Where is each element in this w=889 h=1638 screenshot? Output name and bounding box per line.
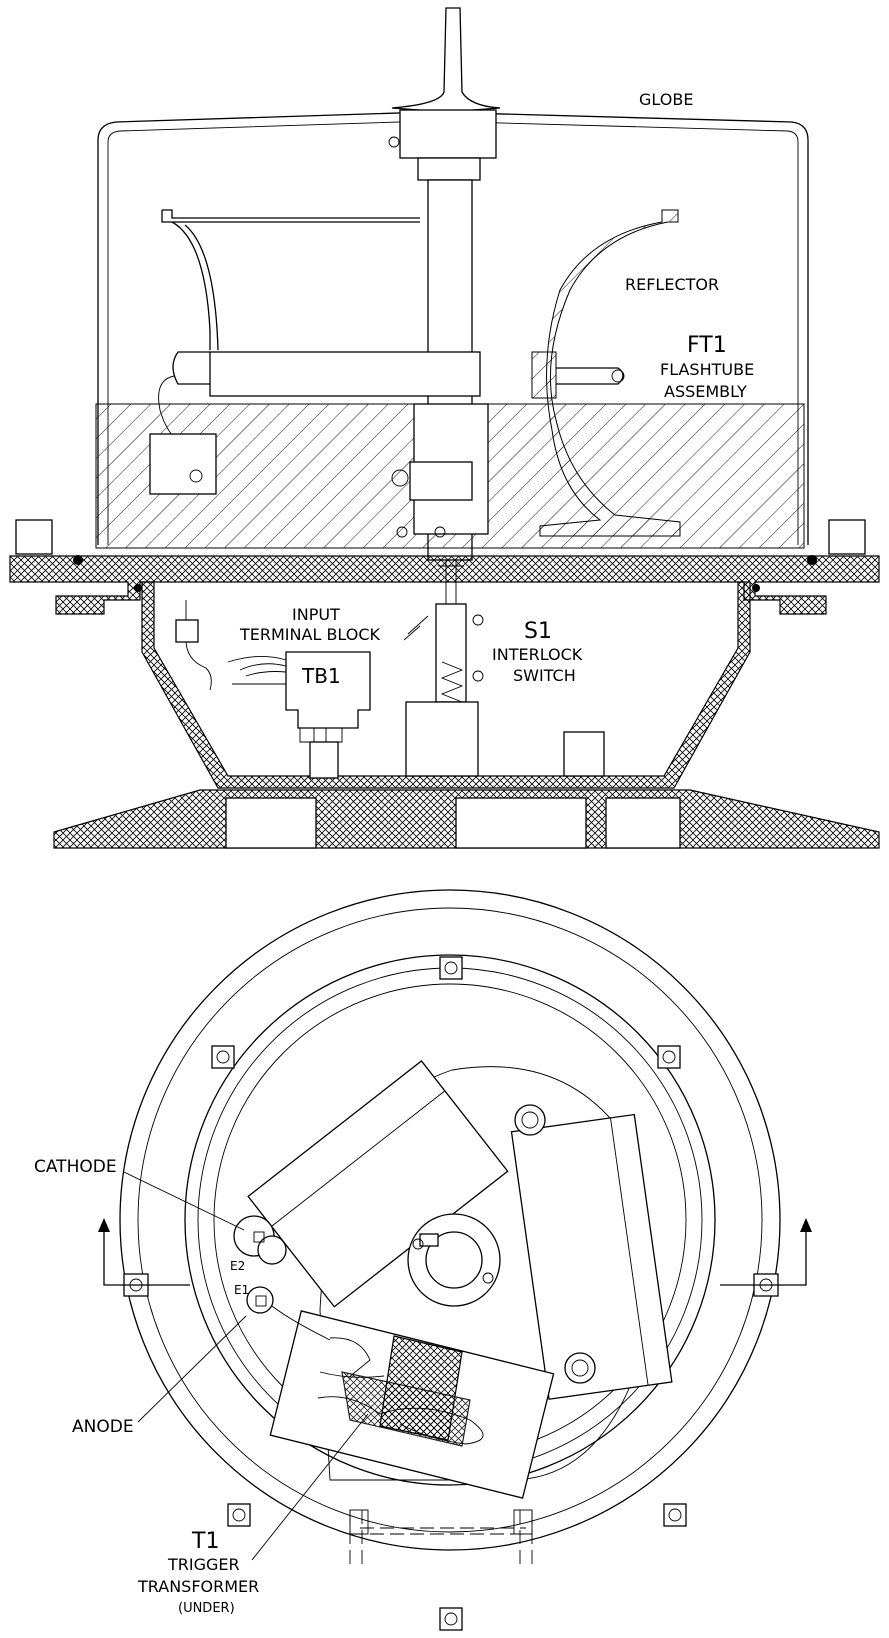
section-arrow-right-head: [800, 1218, 812, 1232]
flashtube-right-terminal: [556, 367, 624, 385]
switch-label-line1: INTERLOCK: [492, 645, 583, 664]
anode-label: ANODE: [72, 1417, 134, 1437]
socket-e1-pin: [255, 1295, 267, 1307]
hub-screw-left: [412, 1238, 424, 1250]
flashtube-label-line2: ASSEMBLY: [664, 382, 747, 401]
hub-screw-right: [482, 1272, 494, 1284]
switch-ref-label: S1: [524, 619, 552, 644]
input-label-line2: TERMINAL BLOCK: [239, 625, 381, 644]
center-hub-inner: [425, 1231, 483, 1289]
reflector-mount-block: [531, 351, 557, 399]
anode-wire: [271, 1305, 331, 1341]
left-capacitor: [247, 1060, 509, 1308]
socket-e2-pin: [253, 1231, 265, 1243]
clamp-screw-bottom-left: [396, 526, 408, 538]
small-standoff: [563, 731, 605, 777]
transformer-leader: [251, 1413, 369, 1561]
switch-label-line2: SWITCH: [513, 666, 576, 685]
section-arrow-left: [103, 1228, 190, 1286]
base-rib-1: [225, 797, 317, 849]
left-inner-oring: [134, 584, 142, 592]
e2-label: E2: [230, 1259, 245, 1273]
transformer-ref-label: T1: [191, 1529, 219, 1554]
outer-ring: [119, 889, 781, 1551]
side-view: GLOBE REFLECTOR FT1 FLASHTUBE ASSEMBLY I…: [9, 7, 880, 849]
terminal-block-feet: [299, 728, 343, 743]
flashtube-pin: [611, 369, 625, 383]
terminal-post: [309, 741, 339, 779]
boss-top-inner: [521, 1111, 539, 1129]
cathode-leader: [123, 1171, 245, 1231]
hub-clamp: [419, 1233, 439, 1247]
socket-screw: [189, 469, 203, 483]
terminal-block-tb1: [285, 651, 371, 729]
right-capacitor: [510, 1113, 673, 1400]
e1-label: E1: [234, 1283, 249, 1297]
cathode-label: CATHODE: [34, 1157, 117, 1177]
transformer-label-line3: (UNDER): [178, 1601, 235, 1616]
left-oring: [73, 555, 83, 565]
lower-housing: [141, 581, 751, 789]
switch-screw-top: [472, 614, 484, 626]
flashtube-left-end: [172, 351, 210, 385]
section-arrow-right: [720, 1228, 807, 1286]
switch-screw-bottom: [472, 670, 484, 682]
boss-bottom: [564, 1352, 596, 1384]
input-cord: [185, 600, 212, 691]
switch-actuator: [438, 559, 464, 604]
globe-label: GLOBE: [639, 90, 693, 109]
terminal-ref-label: TB1: [301, 664, 341, 688]
bracket-block-right: [513, 1509, 533, 1535]
reflector-top-plate: [161, 209, 420, 223]
housing-rim: [184, 954, 716, 1486]
input-wires: [227, 656, 287, 685]
reflector-label: REFLECTOR: [625, 275, 719, 294]
central-column: [417, 157, 481, 181]
socket-e2: [257, 1235, 287, 1265]
flashtube-label-line1: FLASHTUBE: [660, 360, 754, 379]
bracket-block-left: [349, 1509, 369, 1535]
trigger-core-overlay: [341, 1371, 471, 1447]
left-reflector: [171, 221, 219, 351]
flashtube-body: [209, 351, 481, 397]
flashtube-ref-label: FT1: [687, 333, 727, 358]
top-view: CATHODE E2 E1 ANODE T1 TRIGGER TRANSFORM…: [34, 889, 812, 1631]
input-label-line1: INPUT: [292, 605, 340, 624]
base-rib-3: [605, 797, 681, 849]
clamp-screw-bottom-right: [434, 526, 446, 538]
rear-bracket: [349, 1510, 533, 1570]
base-rib-2: [455, 797, 587, 849]
left-latch: [15, 519, 53, 555]
socket-block: [149, 433, 217, 495]
cord-grip: [175, 619, 199, 643]
boss-bottom-inner: [571, 1359, 589, 1377]
capacitor-can: [405, 701, 479, 777]
socket-e1: [246, 1286, 274, 1314]
transformer-label-line2: TRANSFORMER: [137, 1577, 259, 1596]
top-post: [391, 7, 501, 113]
transformer-label-line1: TRIGGER: [167, 1555, 240, 1574]
outer-ring-inner: [137, 907, 763, 1533]
right-oring: [807, 555, 817, 565]
terminal-clamp: [409, 461, 473, 501]
hub-screw: [388, 136, 400, 148]
switch-spring: [440, 661, 464, 703]
right-inner-oring: [752, 584, 760, 592]
clamp-screw-left: [391, 469, 409, 487]
section-arrow-left-head: [98, 1218, 110, 1232]
boss-top: [514, 1104, 546, 1136]
mounting-lugs: [123, 956, 779, 1631]
switch-bracket: [435, 603, 467, 703]
terminal-leader: [403, 615, 429, 641]
hub-block: [399, 109, 497, 159]
anode-leader: [137, 1315, 247, 1423]
right-latch: [828, 519, 866, 555]
